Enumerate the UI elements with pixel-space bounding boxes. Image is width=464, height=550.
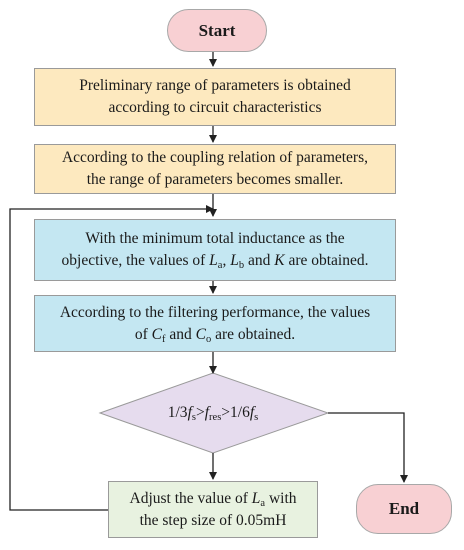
arrow-loop-back [9, 205, 214, 511]
step1-box: Preliminary range of parameters is obtai… [34, 68, 396, 126]
step4-box: According to the filtering performance, … [34, 295, 396, 352]
end-label: End [388, 499, 420, 518]
start-terminal: Start [167, 9, 267, 52]
end-terminal: End [356, 484, 452, 534]
step3-line1: With the minimum total inductance as the [85, 230, 345, 247]
adjust-line1: Adjust the value of La with [129, 489, 297, 509]
step1-line1: Preliminary range of parameters is obtai… [79, 77, 351, 94]
adjust-box: Adjust the value of La with the step siz… [108, 481, 318, 538]
adjust-line2: the step size of 0.05mH [139, 511, 287, 529]
decision-label: 1/3fs>fres>1/6fs [167, 404, 259, 423]
step2-line2: the range of parameters becomes smaller. [86, 171, 344, 188]
step2-box: According to the coupling relation of pa… [34, 144, 396, 194]
step4-line2: of Cf and Co are obtained. [134, 325, 296, 345]
step2-line1: According to the coupling relation of pa… [61, 149, 369, 166]
step3-box: With the minimum total inductance as the… [34, 219, 396, 281]
step1-line2: according to circuit characteristics [108, 99, 322, 116]
step3-line2: objective, the values of La, Lb and K ar… [61, 252, 369, 271]
arrow-decision-to-end [328, 412, 408, 483]
start-label: Start [198, 20, 236, 40]
step4-line1: According to the filtering performance, … [59, 303, 371, 321]
